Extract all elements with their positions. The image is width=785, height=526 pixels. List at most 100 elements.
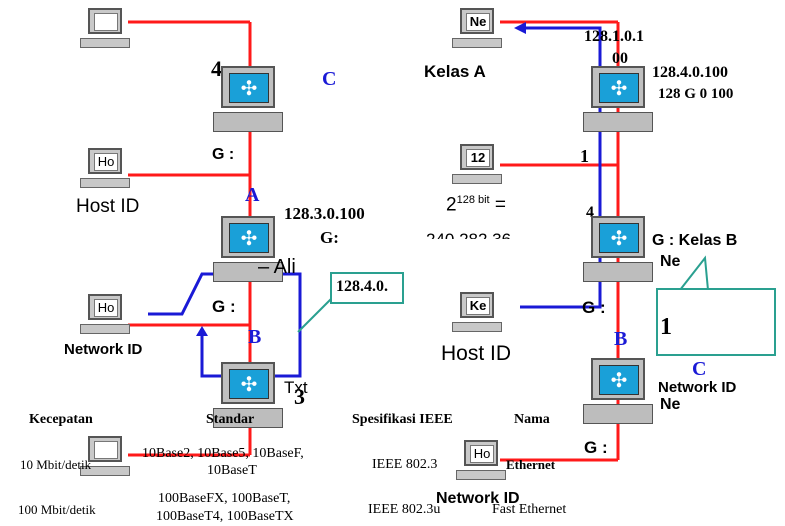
router-base — [583, 112, 653, 132]
gateway-label: G: — [320, 228, 339, 247]
host-computer: Ke — [452, 290, 502, 340]
host-id-label: Host ID — [76, 196, 140, 217]
router-ip: 128.4.0.100 — [652, 64, 728, 81]
router-monitor — [221, 362, 275, 404]
table-cell: 100 Mbit/detik — [18, 502, 96, 517]
computer-base — [452, 322, 502, 332]
power-exponent: 128 bit — [456, 194, 490, 206]
computer-base — [80, 178, 130, 188]
router — [213, 66, 285, 136]
router-icon — [599, 365, 639, 395]
network-id-label: Network ID — [658, 379, 737, 393]
callout-pointer — [297, 297, 333, 333]
gateway-label: G : — [584, 438, 608, 457]
network-label: Ne — [660, 396, 681, 413]
router-base — [583, 262, 653, 282]
name-label: – Ali — [258, 256, 296, 278]
router-monitor — [221, 216, 275, 258]
screen-label: Ke — [466, 297, 490, 315]
computer-base — [80, 38, 130, 48]
host-computer: Ho — [456, 438, 506, 488]
router-monitor — [591, 66, 645, 108]
arrow-head — [514, 22, 526, 34]
router-base — [213, 408, 283, 428]
router-icon — [229, 369, 269, 399]
router-ip: 128.3.0.100 — [284, 204, 365, 223]
screen-label: 12 — [466, 149, 490, 167]
network-id-label: Network ID — [436, 490, 520, 507]
network-id-label: Network ID — [64, 341, 143, 358]
host-computer: Ho — [80, 292, 130, 342]
host-id-label: Host ID — [441, 342, 512, 365]
router-monitor — [591, 358, 645, 400]
network-label: Ne — [660, 253, 681, 270]
callout-text: 128.4.0. — [336, 278, 388, 295]
screen-label: Ho — [94, 153, 118, 171]
monitor: Ho — [88, 294, 122, 320]
table-cell: 10BaseT — [207, 463, 257, 478]
table-cell: 10 Mbit/detik — [20, 457, 92, 472]
partial-label: Txt — [284, 378, 308, 397]
network-letter: B — [248, 326, 262, 348]
table-cell: IEEE 802.3 — [372, 457, 438, 472]
computer-base — [456, 470, 506, 480]
router — [213, 362, 285, 432]
route-path — [148, 272, 302, 378]
gateway-label: G : — [212, 146, 235, 163]
router-icon — [599, 223, 639, 253]
table-header: Kecepatan — [29, 412, 93, 427]
table-cell: 100BaseFX, 100BaseT, — [158, 491, 291, 506]
screen-label: Ho — [94, 299, 118, 317]
ip-label: 00 — [612, 50, 628, 67]
screen-label — [94, 441, 118, 459]
router — [583, 216, 655, 286]
gateway-class-label: G : Kelas B — [652, 232, 738, 248]
ip-label: 128.1.0.1 — [584, 28, 644, 45]
network-letter: A — [245, 184, 260, 206]
number-label: 3 — [294, 384, 305, 409]
host-computer — [80, 434, 130, 484]
power-base: 2 — [446, 194, 457, 216]
partial-number: 240 282 36 — [426, 230, 511, 239]
table-header: Spesifikasi IEEE — [352, 412, 453, 427]
power-equals: = — [494, 194, 506, 216]
computer-base — [452, 174, 502, 184]
table-cell: Fast Ethernet — [492, 502, 567, 517]
host-computer: Ne — [452, 6, 502, 56]
computer-base — [80, 324, 130, 334]
gateway-label: G : — [582, 298, 606, 317]
monitor: 12 — [460, 144, 494, 170]
monitor: Ne — [460, 8, 494, 34]
network-letter: B — [614, 328, 628, 350]
callout-text: 1 — [660, 314, 672, 340]
route-path — [520, 26, 602, 309]
router-icon — [229, 73, 269, 103]
host-computer: 12 — [452, 142, 502, 192]
table-cell: 100BaseT4, 100BaseTX — [156, 509, 294, 524]
screen-label: Ne — [466, 13, 490, 31]
callout-pointer — [679, 255, 709, 291]
router-icon — [599, 73, 639, 103]
screen-label — [94, 13, 118, 31]
table-header: Nama — [514, 412, 550, 427]
monitor — [88, 436, 122, 462]
router-base — [213, 112, 283, 132]
router-icon — [229, 223, 269, 253]
computer-base — [80, 466, 130, 476]
host-computer — [80, 6, 130, 56]
number-label: 4 — [211, 56, 222, 81]
monitor: Ho — [464, 440, 498, 466]
text-callout: 1 — [656, 288, 776, 356]
number-label: 4 — [586, 204, 594, 221]
monitor: Ho — [88, 148, 122, 174]
router-monitor — [221, 66, 275, 108]
table-cell: IEEE 802.3u — [368, 502, 441, 517]
computer-base — [452, 38, 502, 48]
number-label: 1 — [580, 146, 589, 166]
class-label: Kelas A — [424, 62, 486, 81]
ip-callout: 128.4.0. — [330, 272, 404, 304]
table-header: Standar — [206, 412, 255, 427]
router — [583, 66, 655, 136]
monitor — [88, 8, 122, 34]
screen-label: Ho — [470, 445, 494, 463]
